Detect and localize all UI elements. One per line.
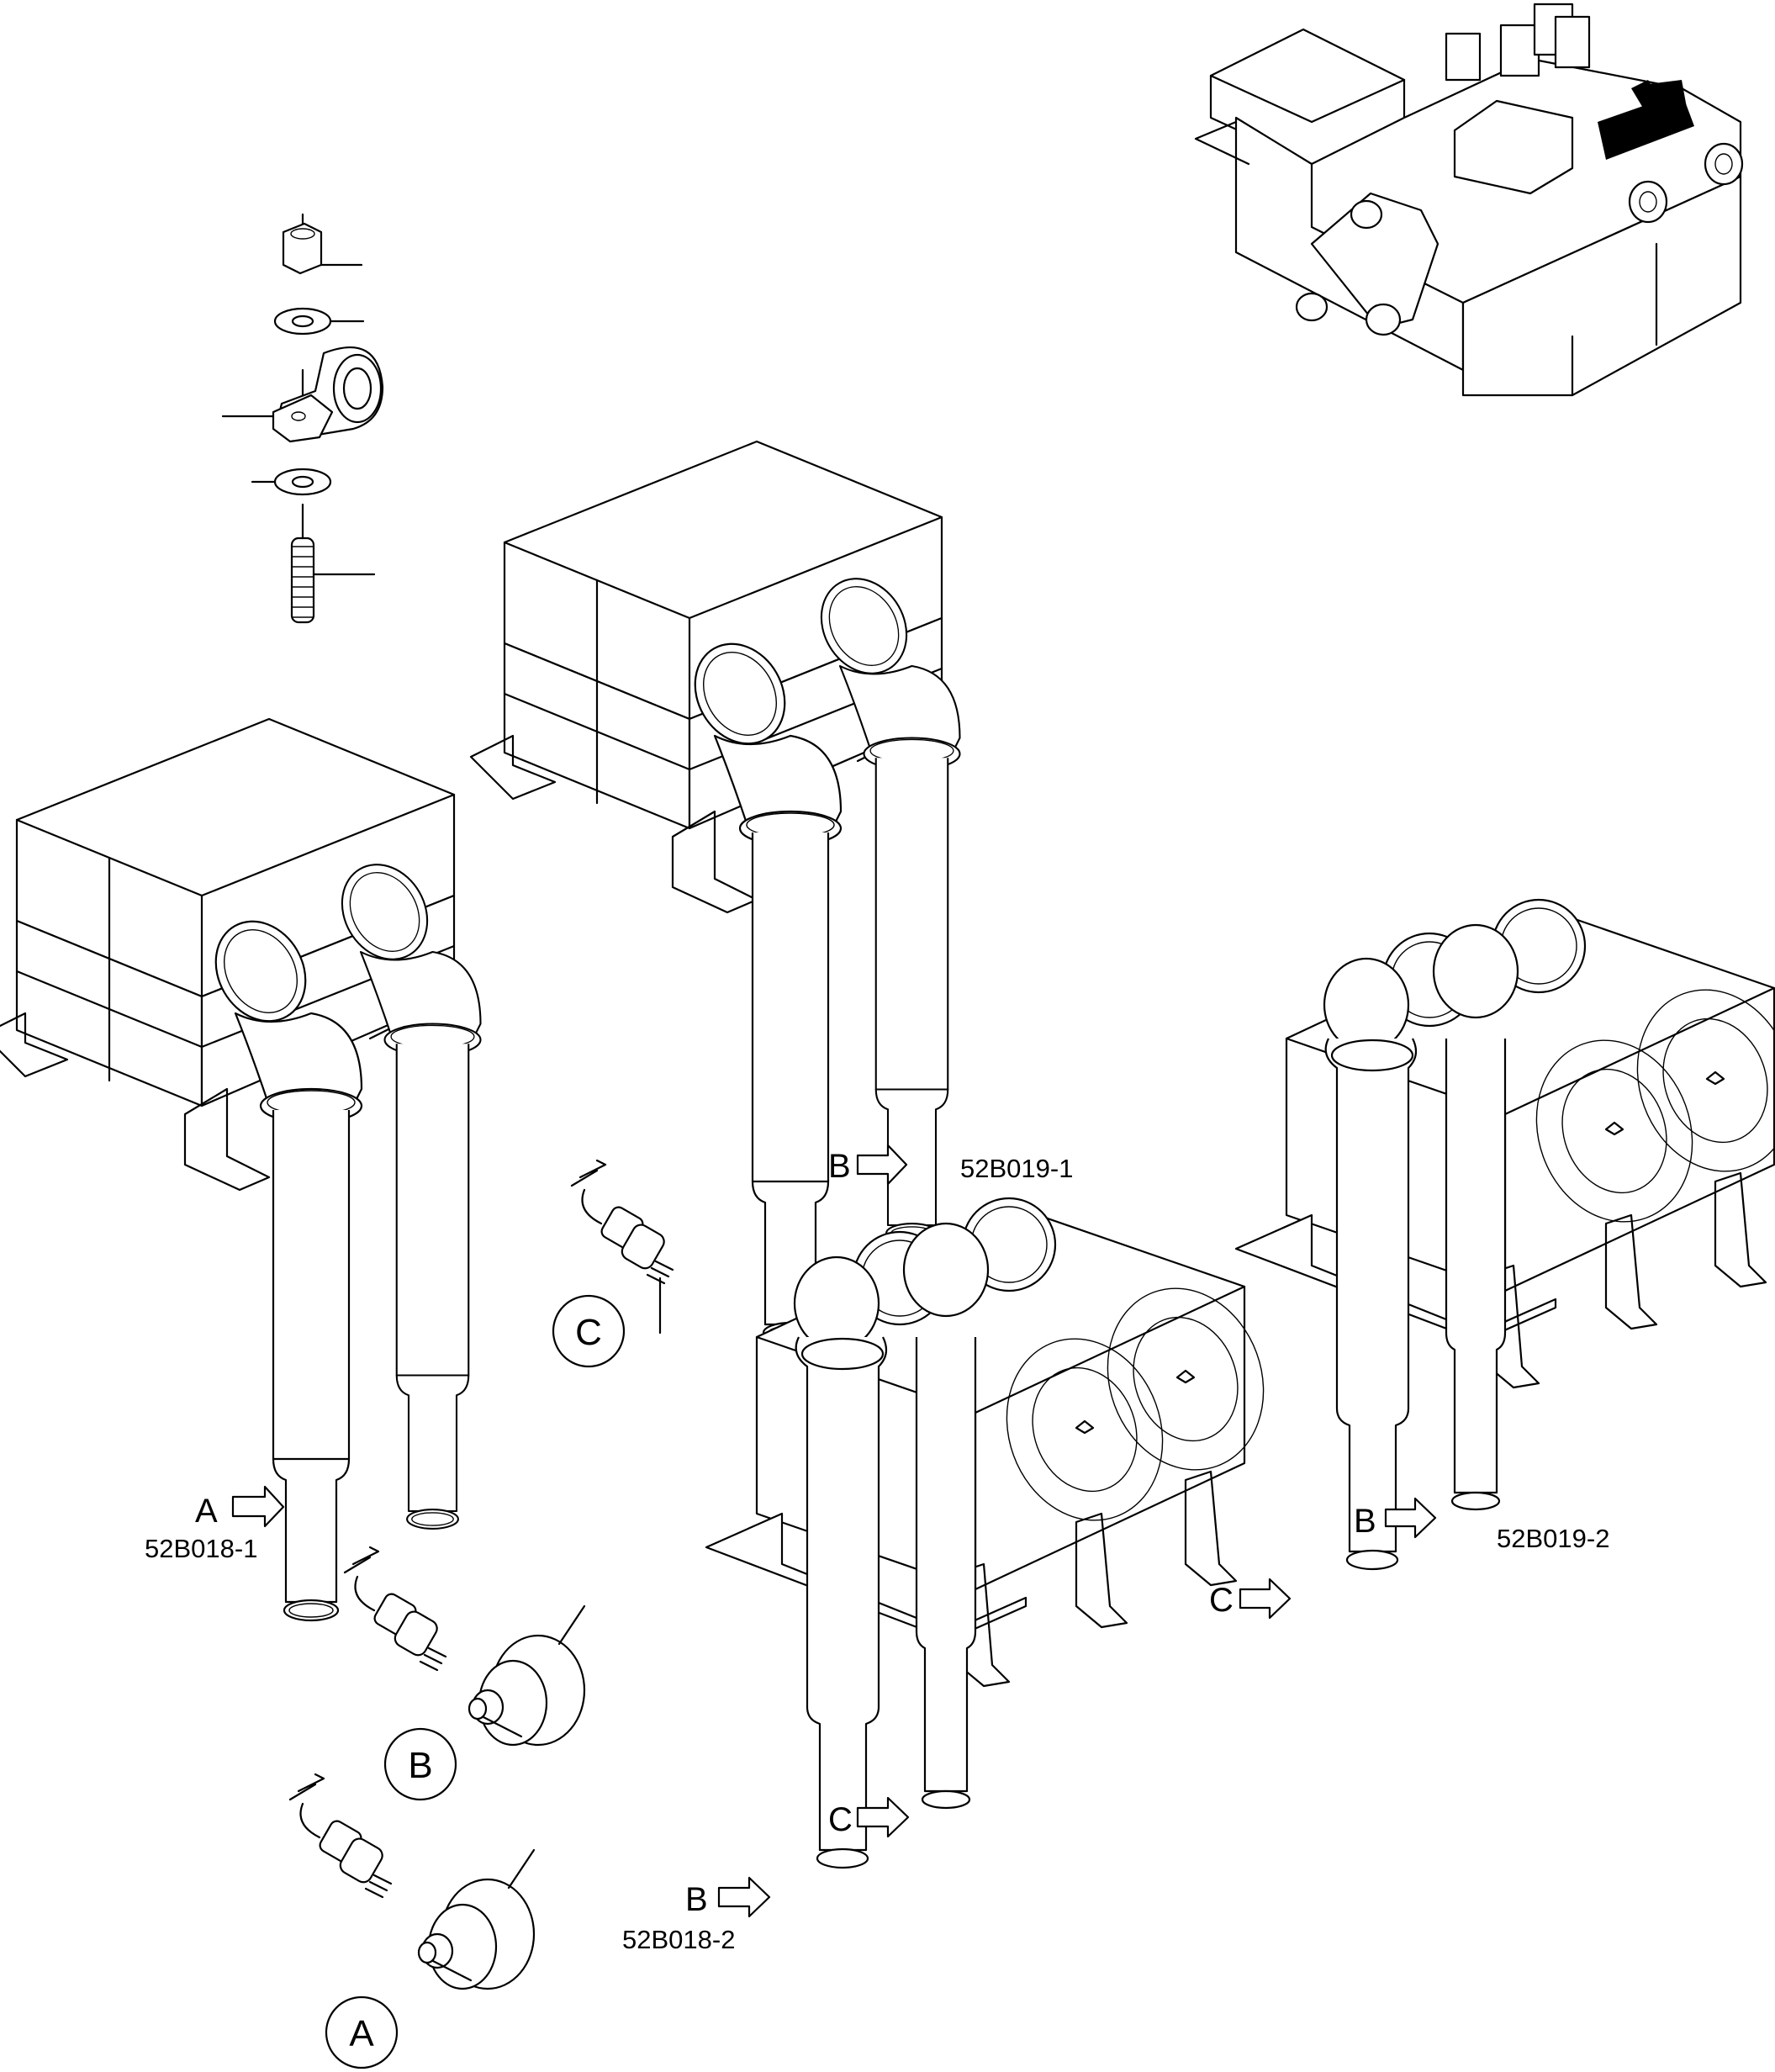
arrow-c-right	[1239, 1578, 1292, 1620]
muffler-unit-52b019-2	[1234, 898, 1775, 1571]
machine-overview	[1194, 3, 1744, 397]
label-b3-code: 52B019-2	[1497, 1524, 1609, 1553]
detail-circle-c-label: C	[575, 1312, 602, 1353]
arrow-a	[231, 1485, 285, 1528]
arrow-c-mid	[856, 1796, 910, 1838]
arrow-b-52b019-1	[856, 1144, 908, 1186]
label-a-code: 52B018-1	[145, 1534, 257, 1563]
actuator-detail-a	[417, 1848, 536, 1990]
fastener-stack	[221, 213, 384, 624]
detail-circle-a: A	[325, 1995, 399, 2069]
detail-circle-b-label: B	[408, 1745, 432, 1786]
muffler-unit-52b019-1	[469, 440, 961, 1345]
detail-circle-b: B	[383, 1727, 457, 1801]
label-b1-code: 52B019-1	[960, 1154, 1073, 1183]
label-c-mid: C	[828, 1801, 853, 1838]
detail-circle-c: C	[552, 1294, 626, 1368]
label-b1-letter: B	[828, 1148, 851, 1185]
connector-detail-b	[343, 1546, 447, 1672]
label-b2-letter: B	[685, 1881, 708, 1918]
muffler-unit-52b018-1	[0, 717, 482, 1622]
connector-detail-c	[570, 1159, 674, 1335]
label-a-letter: A	[195, 1493, 218, 1530]
connector-detail-a	[288, 1773, 393, 1899]
label-b2-code: 52B018-2	[622, 1925, 735, 1954]
label-b3-letter: B	[1354, 1503, 1376, 1540]
detail-circle-a-label: A	[349, 2013, 374, 2054]
actuator-detail-b	[468, 1604, 586, 1747]
arrow-b-52b019-2	[1384, 1497, 1437, 1539]
arrow-b-52b018-2	[717, 1876, 771, 1918]
label-c-right: C	[1209, 1582, 1234, 1619]
